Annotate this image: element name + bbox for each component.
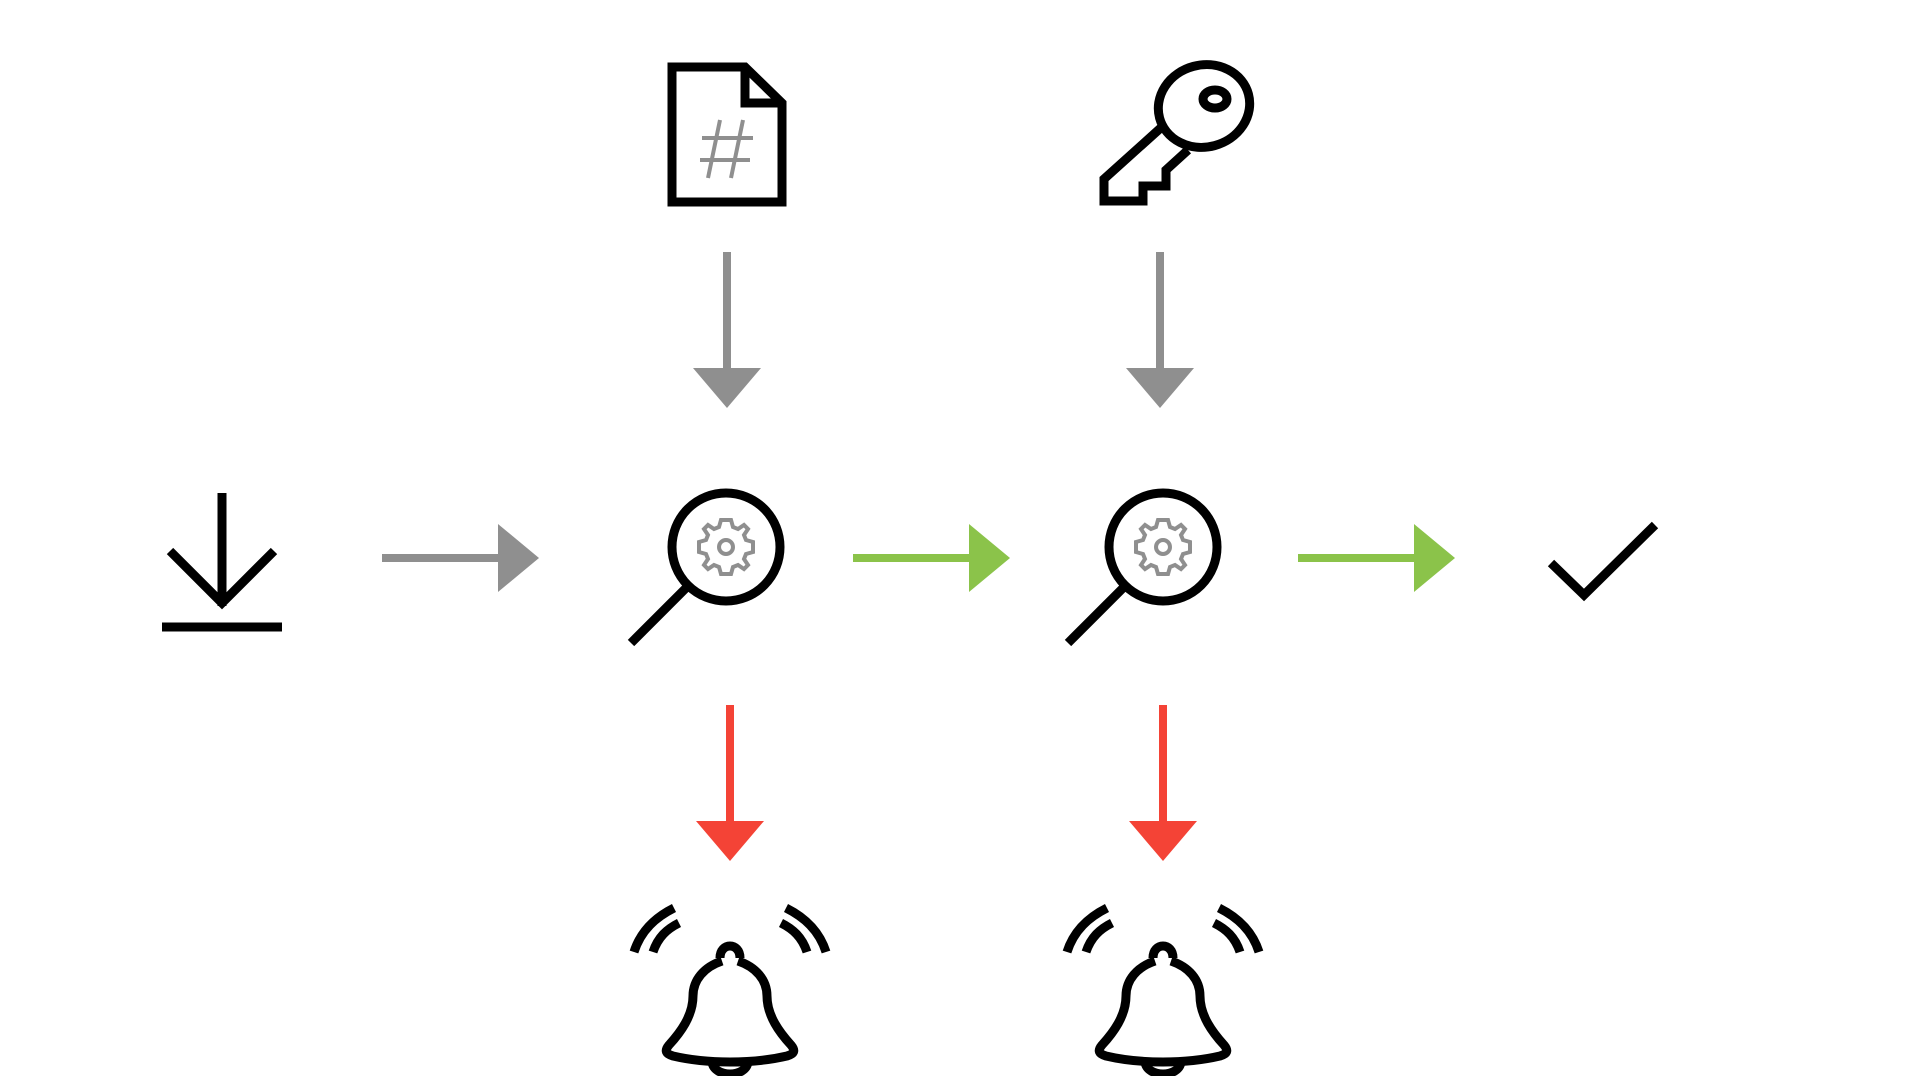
arrow-hash-to-inspect-1 <box>693 252 761 408</box>
checkmark-icon <box>1547 521 1659 602</box>
arrow-key-to-inspect-2 <box>1126 252 1194 408</box>
hash-file-icon <box>667 62 787 207</box>
arrow-inspect-2-to-alert-2 <box>1129 705 1197 861</box>
arrow-inspect-1-to-alert-1 <box>696 705 764 861</box>
arrow-inspect-1-to-inspect-2 <box>853 524 1010 592</box>
arrow-download-to-inspect-1 <box>382 524 539 592</box>
alarm-bell-icon <box>1062 903 1264 1076</box>
alarm-bell-icon <box>629 903 831 1076</box>
download-icon <box>162 493 282 632</box>
arrow-inspect-2-to-success <box>1298 524 1455 592</box>
search-gear-icon <box>627 488 785 647</box>
search-gear-icon <box>1064 488 1222 647</box>
key-icon <box>1099 60 1255 206</box>
